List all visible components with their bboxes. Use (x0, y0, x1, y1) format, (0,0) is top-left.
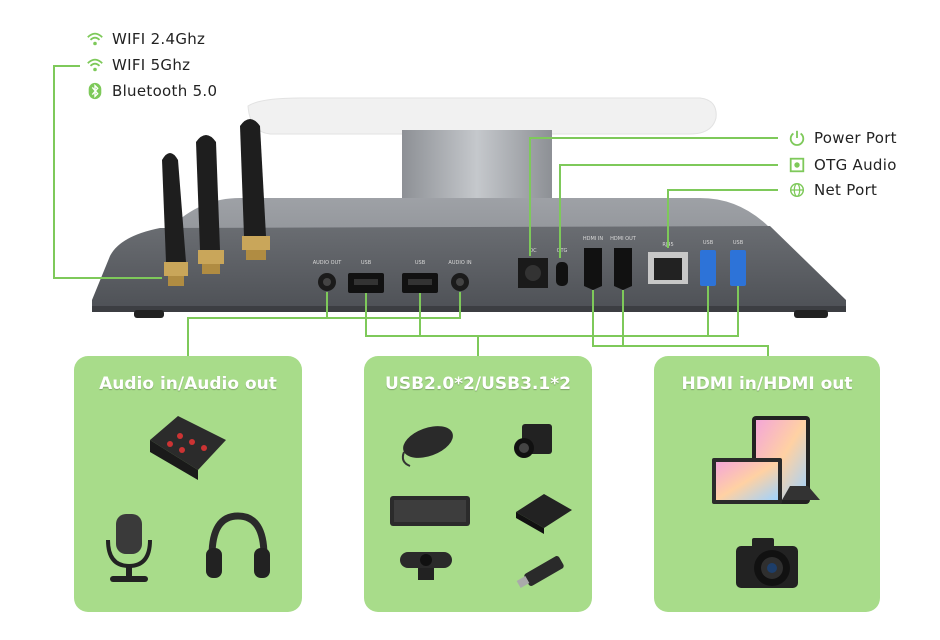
label-dc: DC (529, 248, 537, 254)
monitor-device (712, 458, 820, 504)
sound-card-device (150, 416, 226, 480)
otg-audio-label: OTG Audio (788, 156, 897, 174)
otg-icon (789, 157, 805, 173)
usb-stick-device (516, 556, 564, 588)
wifi-5-label: WIFI 5Ghz (86, 56, 190, 74)
hdmi-in-port (584, 248, 602, 290)
wifi-24-text: WIFI 2.4Ghz (112, 30, 206, 48)
otg-audio-text: OTG Audio (814, 156, 897, 174)
camera-device (736, 538, 798, 588)
otg-port (556, 262, 568, 286)
label-usb-2: USB (415, 260, 426, 266)
wifi-24-label: WIFI 2.4Ghz (86, 30, 205, 48)
label-otg: OTG (557, 248, 568, 254)
label-hdmi-out: HDMI OUT (610, 236, 637, 242)
label-audio-in: AUDIO IN (448, 260, 471, 266)
usb3-port-2 (730, 250, 746, 286)
globe-icon (789, 182, 805, 198)
mouse-device (401, 426, 453, 467)
microphone-device (106, 514, 152, 582)
power-port-label: Power Port (788, 129, 897, 147)
screen-stand (247, 97, 717, 200)
label-audio-out: AUDIO OUT (313, 260, 343, 266)
label-usb-4: USB (733, 240, 744, 246)
stand-post (402, 130, 552, 200)
hdmi-out-port (614, 248, 632, 290)
ports (318, 248, 746, 293)
label-usb-1: USB (361, 260, 372, 266)
label-usb-3: USB (703, 240, 714, 246)
audio-card-title: Audio in/Audio out (99, 374, 277, 394)
antennas (162, 119, 270, 286)
power-port-text: Power Port (814, 129, 897, 147)
webcam-device (400, 552, 452, 580)
label-hdmi-in: HDMI IN (583, 236, 603, 242)
net-port-label: Net Port (788, 181, 877, 199)
antenna-2 (196, 135, 224, 274)
headphones-device (206, 512, 270, 578)
wifi-5-text: WIFI 5Ghz (112, 56, 191, 74)
bluetooth-icon (88, 82, 102, 100)
keyboard-device (390, 496, 470, 526)
camera-module-device (514, 424, 552, 458)
usb3-port-1 (700, 250, 716, 286)
wifi-icon (87, 32, 103, 46)
bluetooth-label: Bluetooth 5.0 (86, 82, 217, 100)
power-icon (789, 130, 805, 146)
antenna-1 (162, 153, 188, 286)
usb-card-title: USB2.0*2/USB3.1*2 (385, 374, 571, 394)
antenna-3 (240, 119, 270, 260)
bluetooth-text: Bluetooth 5.0 (112, 82, 218, 100)
net-port-text: Net Port (814, 181, 878, 199)
connector-lines (53, 65, 778, 356)
drive-device (516, 494, 572, 534)
wifi-icon (87, 58, 103, 72)
hdmi-card-title: HDMI in/HDMI out (681, 374, 853, 394)
